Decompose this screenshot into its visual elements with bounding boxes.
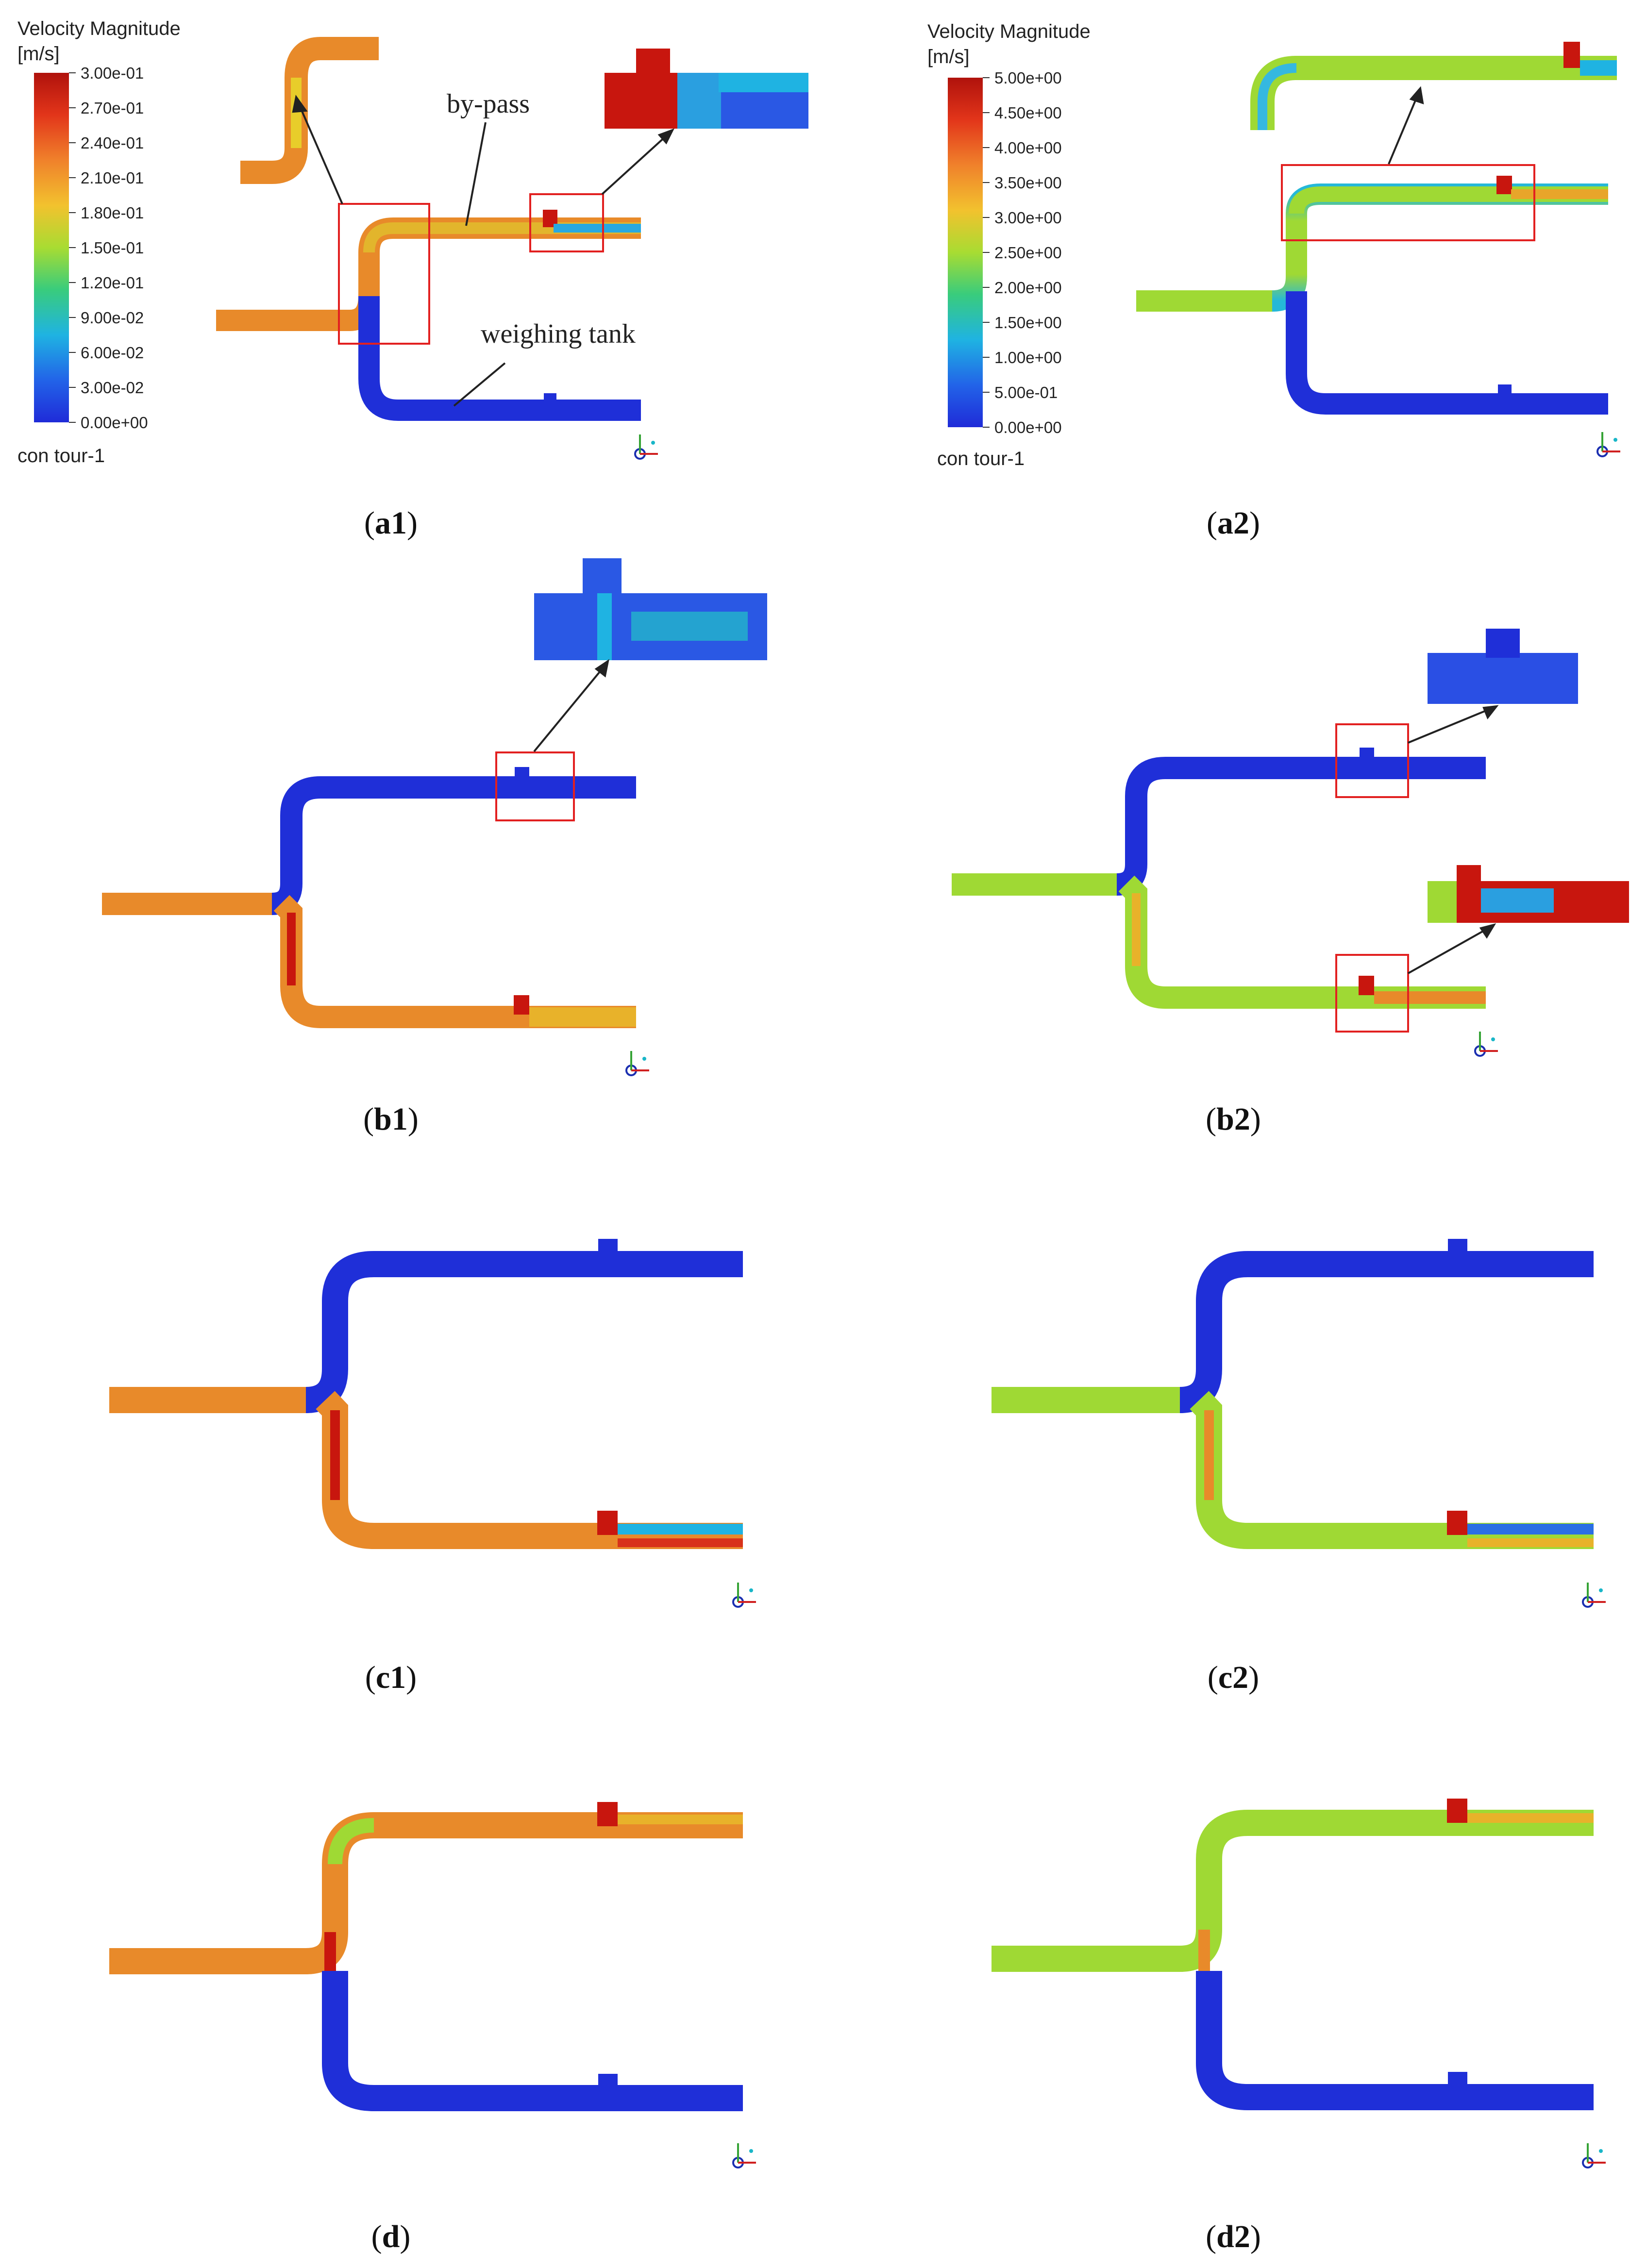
arrows-a1 [292, 95, 675, 407]
inset-b2-bottom [1428, 865, 1629, 923]
highlight-box-b1 [495, 751, 575, 821]
legend-tick-label: 0.00e+00 [994, 418, 1062, 436]
arrow-b1 [533, 659, 609, 752]
panel-d1 [109, 1802, 756, 2168]
legend-tick-label: 1.20e-01 [81, 274, 144, 292]
inset-b2-top [1428, 629, 1578, 704]
axis-triad-b2 [1474, 1032, 1498, 1057]
pipe-network-d1 [109, 1802, 743, 2111]
pipe-network-b2 [952, 748, 1486, 1009]
caption-d2: (d2) [1206, 2219, 1261, 2254]
legend-a2-ticks: 5.00e+00 4.50e+00 4.00e+00 3.50e+00 3.00e+00… [983, 69, 1062, 436]
legend-tick-label: 0.00e+00 [81, 414, 148, 432]
legend-tick-label: 2.70e-01 [81, 99, 144, 117]
legend-tick-label: 4.00e+00 [994, 139, 1062, 157]
label-bypass: by-pass [447, 89, 530, 119]
arrows-b2 [1408, 705, 1499, 974]
valve-d2 [1447, 1799, 1467, 1823]
legend-a1-colorbar [34, 73, 69, 422]
inset-a1-left [240, 37, 379, 184]
legend-tick-label: 3.00e+00 [994, 209, 1062, 227]
highlight-boxes-a1 [338, 193, 604, 345]
valve-b1 [514, 995, 529, 1015]
axis-triad-d1 [732, 2143, 756, 2168]
panel-a1: Velocity Magnitude [m/s] 3.00e-01 2.70e-0… [17, 18, 808, 467]
highlight-box-a2 [1281, 164, 1535, 241]
legend-tick-label: 2.00e+00 [994, 279, 1062, 297]
panel-c2 [991, 1239, 1606, 1608]
axis-triad-b1 [625, 1051, 649, 1076]
legend-a2-colorbar [948, 78, 983, 427]
legend-tick-label: 3.50e+00 [994, 174, 1062, 192]
caption-c2: (c2) [1207, 1660, 1260, 1695]
legend-a1-unit: [m/s] [17, 43, 60, 65]
axis-triad-c1 [732, 1583, 756, 1608]
legend-tick-label: 1.80e-01 [81, 204, 144, 222]
panel-a2: Velocity Magnitude [m/s] 5.00e+00 4.50e+0… [927, 21, 1620, 469]
legend-tick-label: 2.10e-01 [81, 169, 144, 187]
panel-d2 [991, 1799, 1606, 2168]
pipe-network-a1 [216, 210, 641, 421]
axis-triad-a1 [634, 434, 658, 460]
valve-a2 [1496, 176, 1512, 194]
legend-a1: Velocity Magnitude [m/s] 3.00e-01 2.70e-0… [17, 18, 181, 467]
legend-tick-label: 1.50e-01 [81, 239, 144, 257]
legend-a1-contour: con tour-1 [17, 445, 105, 467]
legend-a2-unit: [m/s] [927, 46, 970, 67]
panel-b1 [102, 558, 767, 1076]
legend-a2-title: Velocity Magnitude [927, 21, 1091, 42]
pipe-network-b1 [102, 767, 636, 1028]
label-weighing-tank: weighing tank [481, 319, 636, 349]
legend-a2: Velocity Magnitude [m/s] 5.00e+00 4.50e+0… [927, 21, 1091, 469]
legend-tick-label: 3.00e-02 [81, 379, 144, 397]
axis-triad-a2 [1596, 432, 1620, 457]
legend-tick-label: 1.00e+00 [994, 349, 1062, 367]
caption-b2: (b2) [1206, 1101, 1261, 1137]
valve-c2 [1447, 1511, 1467, 1535]
legend-tick-label: 5.00e+00 [994, 69, 1062, 87]
caption-a1: (a1) [364, 505, 418, 541]
legend-tick-label: 5.00e-01 [994, 384, 1058, 401]
caption-d1: (d) [371, 2219, 411, 2254]
inset-a1-right [605, 49, 808, 129]
legend-tick-label: 1.50e+00 [994, 314, 1062, 332]
highlight-boxes-b2 [1335, 723, 1409, 1033]
caption-c1: (c1) [365, 1660, 417, 1695]
caption-a2: (a2) [1207, 505, 1260, 541]
pipe-network-c2 [991, 1239, 1594, 1549]
inset-b1 [534, 558, 767, 660]
legend-tick-label: 4.50e+00 [994, 104, 1062, 122]
legend-a1-title: Velocity Magnitude [17, 18, 181, 39]
legend-tick-label: 3.00e-01 [81, 64, 144, 82]
legend-tick-label: 6.00e-02 [81, 344, 144, 362]
pipe-network-c1 [109, 1239, 743, 1549]
panel-b2 [952, 629, 1629, 1057]
axis-triad-c2 [1582, 1583, 1606, 1608]
pipe-network-a2 [1136, 176, 1608, 415]
valve-c1 [597, 1511, 618, 1535]
arrow-a2 [1388, 86, 1424, 165]
legend-a2-contour: con tour-1 [937, 448, 1025, 469]
valve-b2 [1359, 976, 1374, 995]
legend-tick-label: 9.00e-02 [81, 309, 144, 327]
valve-d1 [597, 1802, 618, 1826]
legend-a1-ticks: 3.00e-01 2.70e-01 2.40e-01 2.10e-01 1.80e-01… [69, 64, 148, 432]
inset-a2-top [1250, 42, 1617, 130]
panel-c1 [109, 1239, 756, 1608]
legend-tick-label: 2.40e-01 [81, 134, 144, 152]
pipe-network-d2 [991, 1799, 1594, 2110]
legend-tick-label: 2.50e+00 [994, 244, 1062, 262]
axis-triad-d2 [1582, 2143, 1606, 2168]
caption-b1: (b1) [363, 1101, 419, 1137]
